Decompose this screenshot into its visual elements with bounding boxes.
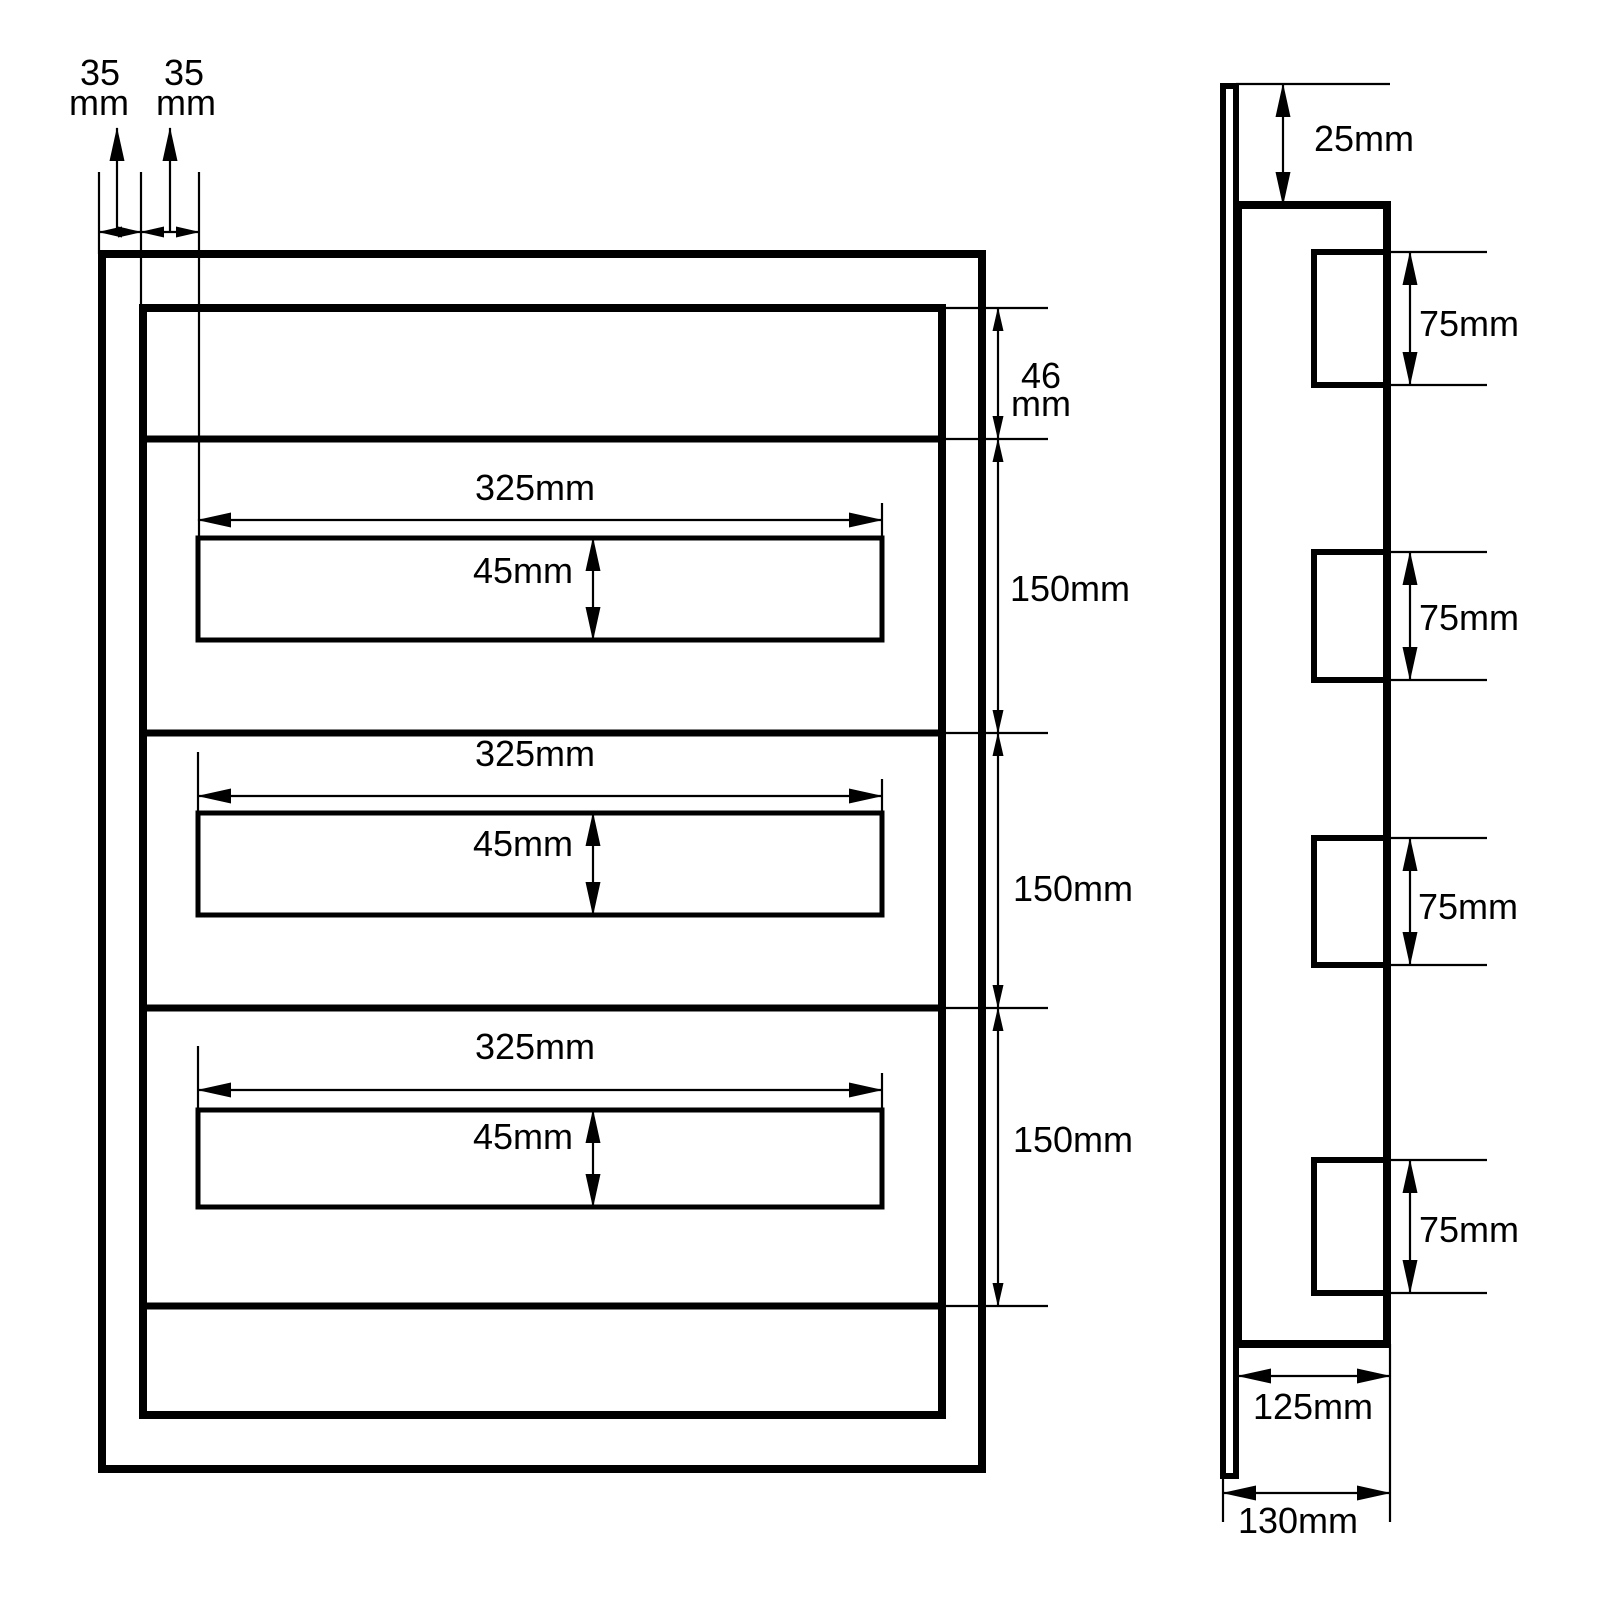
margin-dimensions: 35 mm 35 mm	[69, 52, 216, 538]
side-view: 25mm 75mm 75mm 75mm 75mm 125mm	[1220, 82, 1519, 1541]
body-depth-label: 125mm	[1253, 1386, 1373, 1427]
body-depth-dimension: 125mm	[1237, 1344, 1392, 1522]
margin-dim-2-unit: mm	[156, 82, 216, 123]
margin-dim-1-unit: mm	[69, 82, 129, 123]
cutout-3	[1311, 835, 1391, 968]
slot-1	[195, 535, 885, 643]
slot-2-dimensions: 325mm 45mm	[196, 733, 884, 916]
slot-1-height-label: 45mm	[473, 550, 573, 591]
slot-1-dimensions: 325mm 45mm	[197, 467, 884, 641]
overall-depth-dimension: 130mm	[1221, 1479, 1391, 1541]
cutout-2	[1311, 549, 1391, 683]
cutout-dimensions: 75mm 75mm 75mm 75mm	[1390, 250, 1519, 1295]
top-row-dim-unit: mm	[1011, 383, 1071, 424]
top-row-dim-value: 46	[1021, 355, 1061, 396]
row-height-dimensions: 46 mm 150mm 150mm 150mm	[944, 306, 1133, 1308]
slot-1-width-label: 325mm	[475, 467, 595, 508]
slot-2-width-label: 325mm	[475, 733, 595, 774]
slot-2	[195, 810, 885, 918]
row-dim-2: 150mm	[1013, 868, 1133, 909]
cutout-4	[1311, 1157, 1391, 1296]
top-offset-label: 25mm	[1314, 118, 1414, 159]
slot-3-dimensions: 325mm 45mm	[196, 1026, 884, 1208]
cutout-2-label: 75mm	[1419, 597, 1519, 638]
overall-depth-label: 130mm	[1238, 1500, 1358, 1541]
cutout-1	[1311, 249, 1391, 388]
slot-3	[195, 1107, 885, 1210]
margin-dim-2-value: 35	[164, 52, 204, 93]
slot-2-height-label: 45mm	[473, 823, 573, 864]
row-dim-1: 150mm	[1010, 568, 1130, 609]
slot-3-height-label: 45mm	[473, 1116, 573, 1157]
outer-frame	[98, 250, 986, 1473]
slot-3-width-label: 325mm	[475, 1026, 595, 1067]
top-offset-dimension: 25mm	[1236, 82, 1414, 206]
margin-dim-1-value: 35	[80, 52, 120, 93]
inner-frame	[139, 304, 946, 1419]
side-body	[1234, 201, 1391, 1348]
cutout-1-label: 75mm	[1419, 303, 1519, 344]
cutout-4-label: 75mm	[1419, 1209, 1519, 1250]
front-view: 35 mm 35 mm 46 mm 150mm 150mm 150mm	[69, 52, 1133, 1473]
cutout-3-label: 75mm	[1418, 886, 1518, 927]
row-dim-3: 150mm	[1013, 1119, 1133, 1160]
